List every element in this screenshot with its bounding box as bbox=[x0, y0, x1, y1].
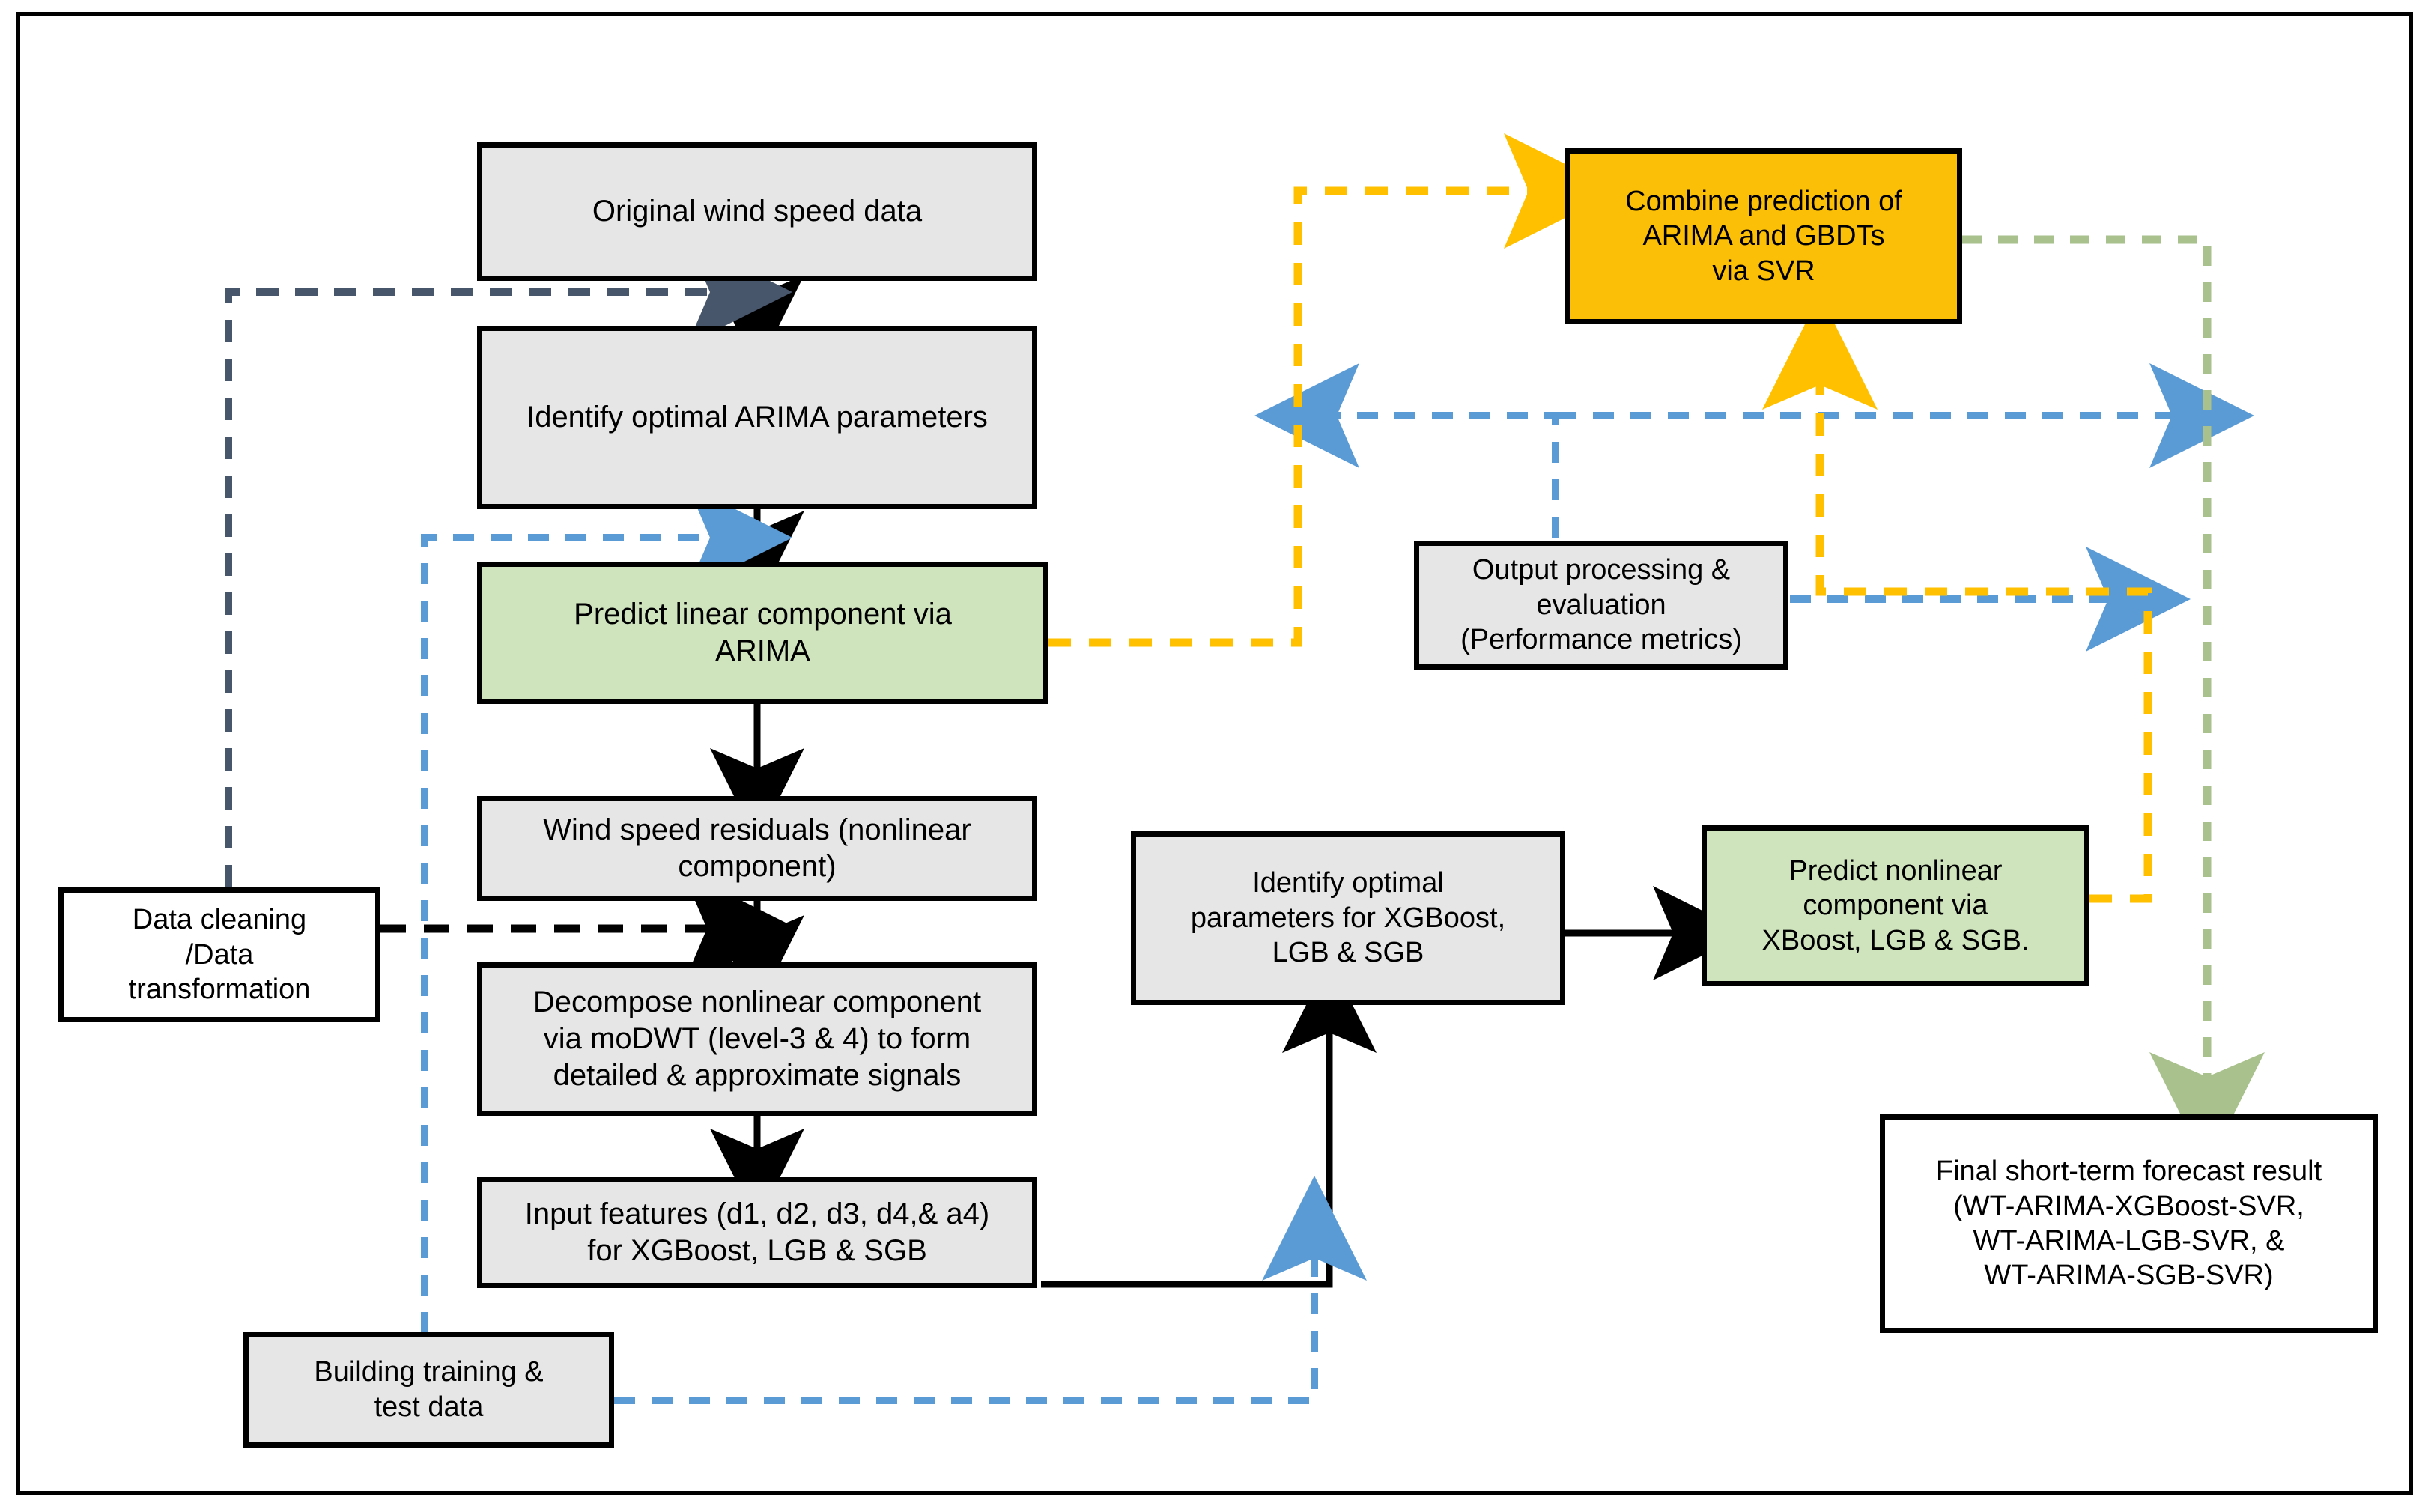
node-label-output-processing: Output processing & evaluation (Performa… bbox=[1419, 553, 1783, 657]
node-identify-optimal-arima-parameters[interactable]: Identify optimal ARIMA parameters bbox=[477, 326, 1037, 509]
line-1: Predict nonlinear bbox=[1788, 854, 2003, 887]
line-1: Final short-term forecast result bbox=[1935, 1156, 2322, 1188]
node-label-predict-linear: Predict linear component via ARIMA bbox=[482, 596, 1043, 670]
line-1: Output processing & bbox=[1472, 554, 1731, 586]
node-building-training-test-data[interactable]: Building training & test data bbox=[243, 1332, 614, 1448]
node-label-arima-params: Identify optimal ARIMA parameters bbox=[526, 401, 988, 434]
node-label-residuals: Wind speed residuals (nonlinear componen… bbox=[482, 812, 1032, 885]
line-2: /Data bbox=[185, 938, 254, 971]
node-data-cleaning-transformation[interactable]: Data cleaning /Data transformation bbox=[58, 887, 380, 1022]
node-label-input-features: Input features (d1, d2, d3, d4,& a4) for… bbox=[482, 1196, 1032, 1269]
line-3: detailed & approximate signals bbox=[553, 1058, 962, 1092]
line-3: XBoost, LGB & SGB. bbox=[1761, 924, 2030, 956]
line-3: WT-ARIMA-LGB-SVR, & bbox=[1973, 1225, 2285, 1257]
node-original-wind-speed-data[interactable]: Original wind speed data bbox=[477, 142, 1037, 281]
line-1: Predict linear component via bbox=[574, 598, 952, 631]
node-label-original: Original wind speed data bbox=[592, 195, 923, 228]
line-1: Combine prediction of bbox=[1625, 185, 1902, 217]
line-1: Building training & bbox=[314, 1356, 544, 1388]
node-predict-linear-component-via-arima[interactable]: Predict linear component via ARIMA bbox=[477, 562, 1048, 704]
line-1: Identify optimal bbox=[1252, 867, 1444, 899]
line-2: ARIMA and GBDTs bbox=[1642, 220, 1885, 252]
node-output-processing-evaluation[interactable]: Output processing & evaluation (Performa… bbox=[1414, 541, 1788, 670]
node-input-features[interactable]: Input features (d1, d2, d3, d4,& a4) for… bbox=[477, 1177, 1037, 1288]
node-decompose-nonlinear-component[interactable]: Decompose nonlinear component via moDWT … bbox=[477, 962, 1037, 1116]
line-3: via SVR bbox=[1712, 255, 1815, 287]
line-2: evaluation bbox=[1536, 589, 1666, 621]
line-1: Input features (d1, d2, d3, d4,& a4) bbox=[524, 1197, 990, 1231]
node-predict-nonlinear-component[interactable]: Predict nonlinear component via XBoost, … bbox=[1702, 825, 2089, 986]
line-1: Data cleaning bbox=[132, 904, 307, 936]
line-2: (WT-ARIMA-XGBoost-SVR, bbox=[1953, 1190, 2304, 1222]
node-wind-speed-residuals[interactable]: Wind speed residuals (nonlinear componen… bbox=[477, 796, 1037, 901]
line-4: WT-ARIMA-SGB-SVR) bbox=[1984, 1260, 2274, 1292]
line-2: component via bbox=[1803, 890, 1988, 922]
line-2: parameters for XGBoost, bbox=[1190, 902, 1506, 934]
line-2: test data bbox=[374, 1391, 484, 1423]
line-2: component) bbox=[678, 850, 837, 883]
line-1: Decompose nonlinear component bbox=[532, 986, 982, 1019]
node-label-building-data: Building training & test data bbox=[249, 1355, 609, 1424]
node-combine-prediction-via-svr[interactable]: Combine prediction of ARIMA and GBDTs vi… bbox=[1565, 148, 1962, 324]
node-label-data-cleaning: Data cleaning /Data transformation bbox=[64, 902, 375, 1007]
node-label-decompose: Decompose nonlinear component via moDWT … bbox=[482, 984, 1032, 1093]
line-2: ARIMA bbox=[715, 634, 810, 667]
node-label-predict-nonlinear: Predict nonlinear component via XBoost, … bbox=[1707, 854, 2084, 958]
node-identify-optimal-gbdt-parameters[interactable]: Identify optimal parameters for XGBoost,… bbox=[1131, 831, 1565, 1005]
node-label-combine-svr: Combine prediction of ARIMA and GBDTs vi… bbox=[1570, 184, 1957, 288]
line-3: (Performance metrics) bbox=[1460, 624, 1742, 656]
line-2: via moDWT (level-3 & 4) to form bbox=[543, 1022, 971, 1056]
node-label-gbdt-params: Identify optimal parameters for XGBoost,… bbox=[1136, 866, 1560, 970]
line-3: LGB & SGB bbox=[1272, 937, 1424, 969]
line-2: for XGBoost, LGB & SGB bbox=[587, 1234, 927, 1267]
line-1: Wind speed residuals (nonlinear bbox=[543, 813, 971, 847]
node-label-final-result: Final short-term forecast result (WT-ARI… bbox=[1885, 1154, 2373, 1293]
line-3: transformation bbox=[128, 974, 311, 1006]
node-final-short-term-forecast-result[interactable]: Final short-term forecast result (WT-ARI… bbox=[1880, 1114, 2378, 1333]
